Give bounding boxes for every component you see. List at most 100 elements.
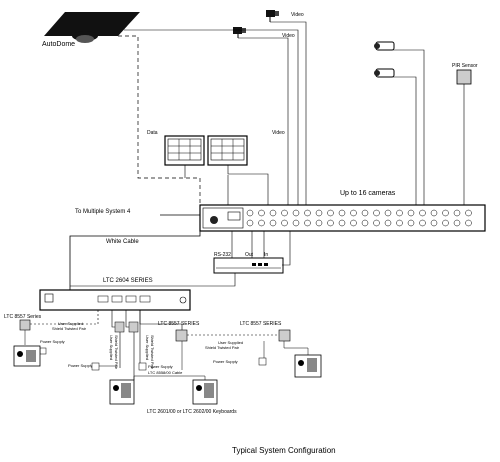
bnc-connector (396, 209, 403, 217)
power-supply-3 (138, 362, 147, 371)
power-supply-label-1: Power Supply (40, 339, 65, 344)
video-label-3: Video (272, 130, 285, 136)
bnc-connector (315, 219, 323, 227)
bnc-connector (281, 219, 288, 227)
power-supply-4 (258, 357, 267, 366)
video-monitor (207, 135, 248, 166)
out-label: Out (245, 252, 254, 258)
bnc-connector (419, 219, 426, 227)
bnc-connector (246, 209, 254, 217)
bnc-connector (384, 219, 392, 227)
bnc-connector (442, 219, 449, 227)
bnc-connector (281, 209, 288, 217)
bnc-connector (407, 209, 415, 217)
bnc-connector (315, 209, 323, 217)
power-supply-label-3: Power Supply (148, 364, 173, 369)
twisted-pair-1-wire (30, 310, 99, 325)
bnc-connector (292, 219, 300, 227)
bnc-connector (350, 219, 357, 227)
up-to-cameras-label: Up to 16 cameras (340, 190, 396, 197)
twisted-pair-2-label: User Supplied (218, 340, 243, 345)
bnc-connector (430, 219, 438, 227)
white-cable-wire (69, 231, 201, 290)
ltc8557-right-box (278, 329, 291, 342)
bnc-connector (258, 209, 265, 217)
vert-user-supplied-1b: Shield Twisted Pair (114, 335, 119, 370)
bnc-connector (338, 219, 346, 227)
bnc-connector (269, 219, 277, 227)
twisted-pair-1-label: User Supplied (58, 321, 83, 326)
bnc-connector (419, 209, 426, 217)
bnc-connector (269, 209, 277, 217)
camera-icon (266, 10, 279, 22)
connector-box (128, 321, 139, 333)
autodome-camera (44, 12, 140, 43)
bnc-connector (292, 209, 300, 217)
camera-icon (233, 27, 246, 38)
connector-box (114, 321, 125, 333)
bnc-connector (327, 209, 334, 217)
video-label-2: Video (282, 33, 295, 39)
bnc-connector (338, 209, 346, 217)
in-label: In (264, 252, 268, 258)
pir-sensor-label: PIR Sensor (452, 63, 478, 69)
bnc-connector (327, 219, 334, 227)
bnc-connector (465, 209, 472, 217)
diagram-title: Typical System Configuration (232, 446, 336, 455)
power-supply-2 (91, 362, 100, 371)
keyboard-center-1 (109, 379, 135, 405)
bnc-connector (396, 219, 403, 227)
to-multiple-label: To Multiple System 4 (75, 209, 131, 215)
bnc-connector (407, 219, 415, 227)
cable-ltc8558-label: LTC 8558/00 Cable (148, 370, 183, 375)
bnc-connector (246, 219, 254, 227)
twisted-pair-2b-label: Shield Twisted Pair (205, 345, 240, 350)
power-supply-1 (39, 347, 47, 355)
bnc-connector (373, 219, 380, 227)
bnc-connector (453, 219, 461, 227)
bnc-connector (442, 209, 449, 217)
white-cable-label: White Cable (106, 239, 139, 245)
rs232-label: RS-232 (214, 252, 231, 258)
keyboard-center-2 (192, 379, 218, 405)
bnc-connector (258, 219, 265, 227)
video-label-1: Video (291, 12, 304, 18)
bnc-connector (361, 219, 369, 227)
ltc2604-label: LTC 2604 SERIES (103, 278, 153, 284)
rs232-wiring (70, 231, 291, 287)
ltc8557-left-label: LTC 8557 Series (4, 314, 42, 320)
vert-user-supplied-1: User Supplied (109, 335, 114, 360)
bnc-connector (304, 219, 311, 227)
keyboard-left (13, 345, 41, 367)
vert-user-supplied-2b: Shield Twisted Pair (150, 335, 155, 370)
power-supply-label-2: Power Supply (68, 363, 93, 368)
autodome-label: AutoDome (42, 41, 75, 48)
bnc-connector (430, 209, 438, 217)
twisted-pair-1b-label: Shield Twisted Pair (52, 326, 87, 331)
bnc-connector (350, 209, 357, 217)
ltc2604-unit (39, 289, 191, 311)
keyboards-label: LTC 2601/00 or LTC 2602/00 Keyboards (147, 409, 237, 415)
keyboard-right (294, 354, 322, 378)
video-wiring (124, 21, 465, 205)
bnc-connector (304, 209, 311, 217)
data-monitor (164, 135, 205, 166)
data-wiring (118, 35, 201, 214)
bnc-connector (373, 209, 380, 217)
bnc-connector (465, 219, 472, 227)
bnc-connector (453, 209, 461, 217)
data-label: Data (147, 130, 158, 136)
rs232-unit (213, 257, 284, 274)
ltc8557-mid-label: LTC 8557 SERIES (158, 321, 200, 327)
bnc-connector (361, 209, 369, 217)
power-supply-label-4: Power Supply (213, 359, 238, 364)
main-switcher (199, 204, 486, 232)
ltc8557-mid-box (175, 329, 188, 342)
ltc8557-right-label: LTC 8557 SERIES (240, 321, 282, 327)
ltc8557-left-box (19, 319, 31, 331)
pir-sensor (456, 69, 472, 85)
vert-user-supplied-2: User Supplied (145, 335, 150, 360)
camera-icon (374, 68, 395, 78)
camera-icon (374, 41, 395, 51)
